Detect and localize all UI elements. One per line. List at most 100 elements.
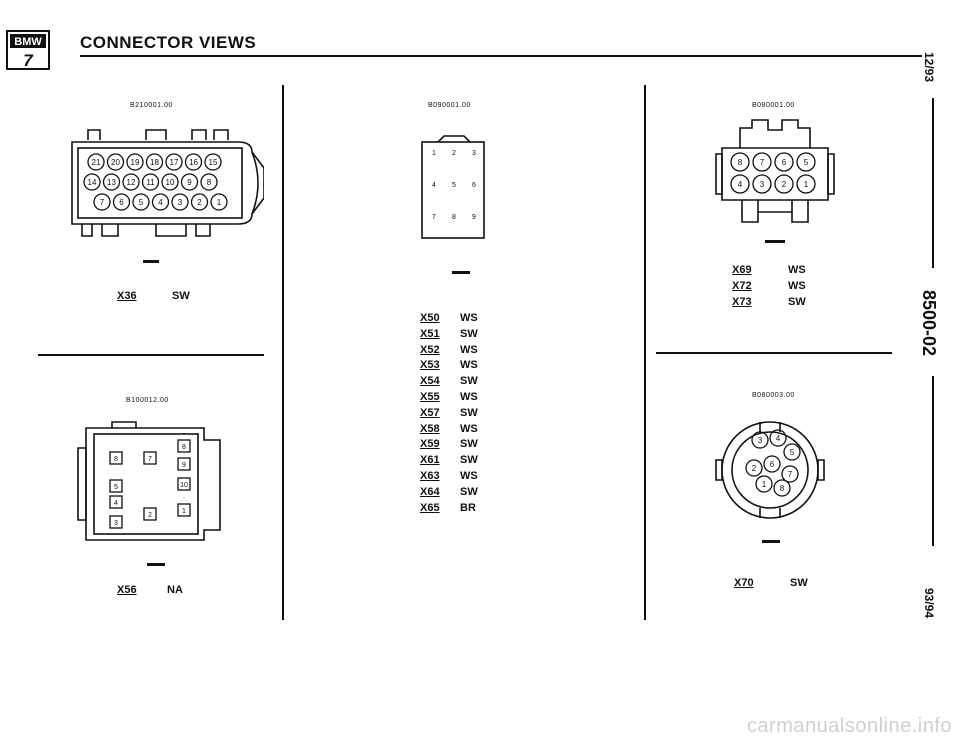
p2-code: B100012.00 (126, 397, 169, 404)
p1-pin-20: 20 (111, 158, 120, 167)
p4-pin-1: 1 (804, 180, 809, 189)
svg-text:BMW: BMW (14, 36, 42, 48)
p2-pin-1: 1 (182, 508, 186, 515)
p3-pin-2: 2 (452, 150, 456, 157)
p1-pin-6: 6 (119, 198, 124, 207)
p3-pin-6: 6 (472, 182, 476, 189)
p1-pin-21: 21 (92, 158, 101, 167)
p3-code: B090001.00 (428, 102, 471, 109)
page-title: CONNECTOR VIEWS (80, 33, 257, 52)
p1-pin-9: 9 (187, 178, 192, 187)
p1-pin-15: 15 (209, 158, 218, 167)
p2-pin-9: 9 (182, 462, 186, 469)
p1-connector-id: X36 (117, 290, 137, 302)
p2-locator (147, 563, 165, 566)
p1-pin-17: 17 (170, 158, 179, 167)
p5-color: SW (790, 577, 808, 589)
divider-left (282, 85, 284, 620)
p1-pin-12: 12 (127, 178, 136, 187)
p5-pin-6: 6 (770, 460, 775, 469)
divider-right (644, 85, 646, 620)
p3-locator (452, 271, 470, 274)
p3-pin-5: 5 (452, 182, 456, 189)
p1-pin-7: 7 (100, 198, 105, 207)
p1-pin-19: 19 (131, 158, 140, 167)
p5-locator (762, 540, 780, 543)
p1-pin-4: 4 (158, 198, 163, 207)
side-rule-1 (932, 98, 934, 268)
p3-pin-7: 7 (432, 214, 436, 221)
p5-code: B080003.00 (752, 392, 795, 399)
p2-pin-3: 3 (114, 520, 118, 527)
p1-code: B210001.00 (130, 102, 173, 109)
divider-right-horizontal (656, 352, 892, 354)
p1-pin-8: 8 (207, 178, 212, 187)
p1-locator (143, 260, 159, 263)
header-rule (80, 55, 922, 57)
bmw-7-logo: BMW 7 (6, 30, 70, 74)
watermark: carmanualsonline.info (746, 715, 952, 737)
p1-pin-11: 11 (146, 178, 155, 187)
p4-locator (765, 240, 785, 243)
p5-pin-8: 8 (780, 484, 785, 493)
p3-pin-3: 3 (472, 150, 476, 157)
p1-pin-10: 10 (166, 178, 175, 187)
p5-pin-5: 5 (790, 448, 795, 457)
divider-left-horizontal (38, 354, 264, 356)
p1-pin-5: 5 (139, 198, 144, 207)
p5-pin-4: 4 (776, 434, 781, 443)
p2-color: NA (167, 584, 183, 596)
p1-pin-2: 2 (197, 198, 202, 207)
side-model-years: 93/94 (922, 588, 936, 619)
p3-pin-8: 8 (452, 214, 456, 221)
p4-pin-2: 2 (782, 180, 787, 189)
p3-pin-4: 4 (432, 182, 436, 189)
p1-pin-18: 18 (150, 158, 159, 167)
p3-pin-1: 1 (432, 150, 436, 157)
side-date: 12/93 (922, 52, 936, 83)
p5-connector-id: X70 (734, 577, 754, 589)
p2-pin-2: 2 (148, 512, 152, 519)
side-rule-2 (932, 376, 934, 546)
p5-pin-2: 2 (752, 464, 757, 473)
p1-pin-14: 14 (88, 178, 97, 187)
p4-pin-6: 6 (782, 158, 787, 167)
p1-pin-1: 1 (217, 198, 222, 207)
p2-pin-8: 8 (182, 444, 186, 451)
p5-pin-3: 3 (758, 436, 763, 445)
p4-pin-8: 8 (738, 158, 743, 167)
p4-code: B080001.00 (752, 102, 795, 109)
p2-pin-10: 10 (180, 482, 188, 489)
p2-pin-4: 4 (114, 500, 118, 507)
p5-pin-7: 7 (788, 470, 793, 479)
side-page-number: 8500-02 (919, 290, 939, 357)
p4-pin-7: 7 (760, 158, 765, 167)
p4-pin-3: 3 (760, 180, 765, 189)
p4-pin-5: 5 (804, 158, 809, 167)
p2-pin-5: 5 (114, 484, 118, 491)
p1-pin-3: 3 (178, 198, 183, 207)
